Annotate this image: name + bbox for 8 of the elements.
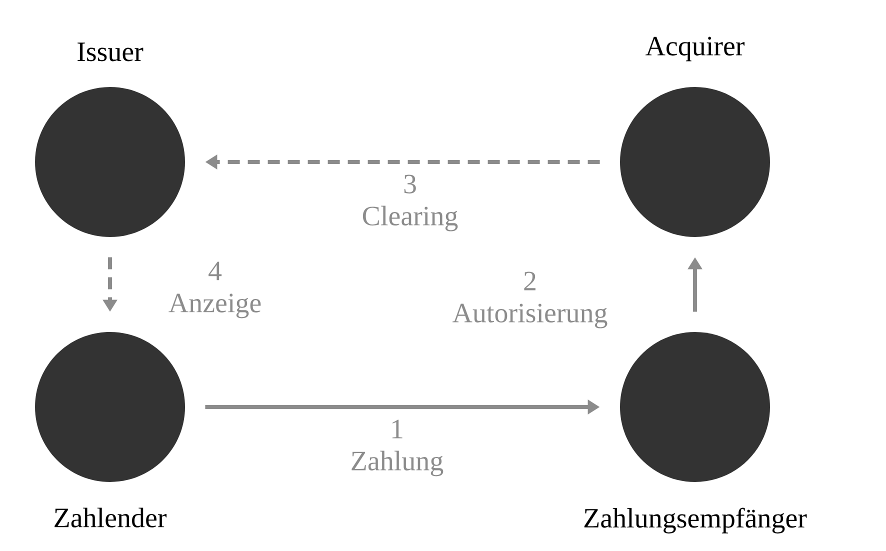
node-label: Zahlungsempfänger: [584, 508, 807, 534]
node-label: Zahlender: [54, 508, 167, 528]
node-label: Issuer: [78, 42, 144, 62]
edge-label: 3 Clearing: [362, 174, 458, 232]
node-label: Acquirer: [646, 36, 745, 62]
edge-label: 1 Zahlung: [352, 420, 444, 476]
edge-label: 2 Autorisierung: [452, 272, 608, 328]
edge-label: 4 Anzeige: [168, 262, 261, 318]
